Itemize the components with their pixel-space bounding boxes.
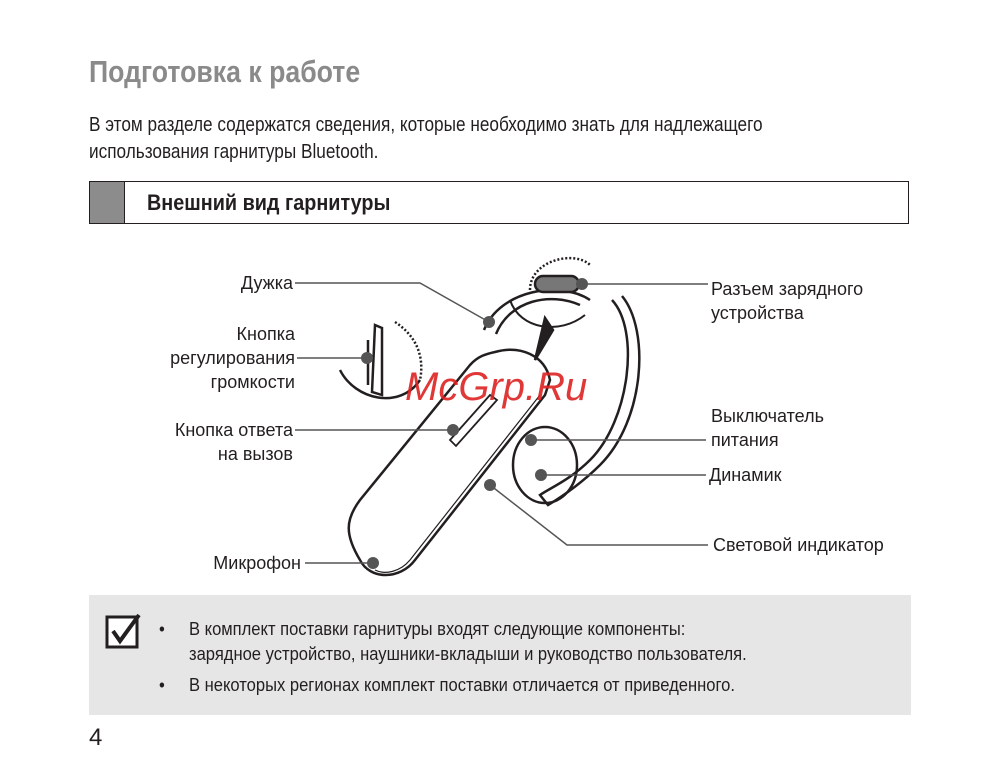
intro-line-2: использования гарнитуры Bluetooth. — [89, 141, 379, 163]
section-header: Внешний вид гарнитуры — [89, 181, 909, 224]
label-speaker: Динамик — [709, 465, 782, 485]
section-marker — [90, 182, 125, 223]
intro-line-1: В этом разделе содержатся сведения, кото… — [89, 114, 763, 136]
leader-lines — [295, 282, 708, 564]
section-title: Внешний вид гарнитуры — [147, 190, 391, 215]
checkbox-note-icon — [105, 613, 141, 649]
headset-illustration — [338, 256, 641, 577]
note-bullet: • — [159, 675, 165, 695]
note-bullet: • — [159, 619, 165, 639]
page-title: Подготовка к работе — [89, 54, 361, 89]
note-item-2: В некоторых регионах комплект поставки о… — [189, 675, 735, 695]
note-box: • В комплект поставки гарнитуры входят с… — [89, 595, 911, 715]
label-led: Световой индикатор — [713, 535, 884, 555]
label-mic: Микрофон — [213, 553, 301, 573]
note-item-1-line-1: В комплект поставки гарнитуры входят сле… — [189, 619, 686, 639]
callout-dots — [361, 278, 588, 569]
watermark: McGrp.Ru — [405, 365, 588, 409]
label-hook: Дужка — [240, 273, 293, 293]
page-number: 4 — [89, 724, 103, 751]
note-item-1-line-2: зарядное устройство, наушники-вкладыши и… — [189, 644, 747, 664]
